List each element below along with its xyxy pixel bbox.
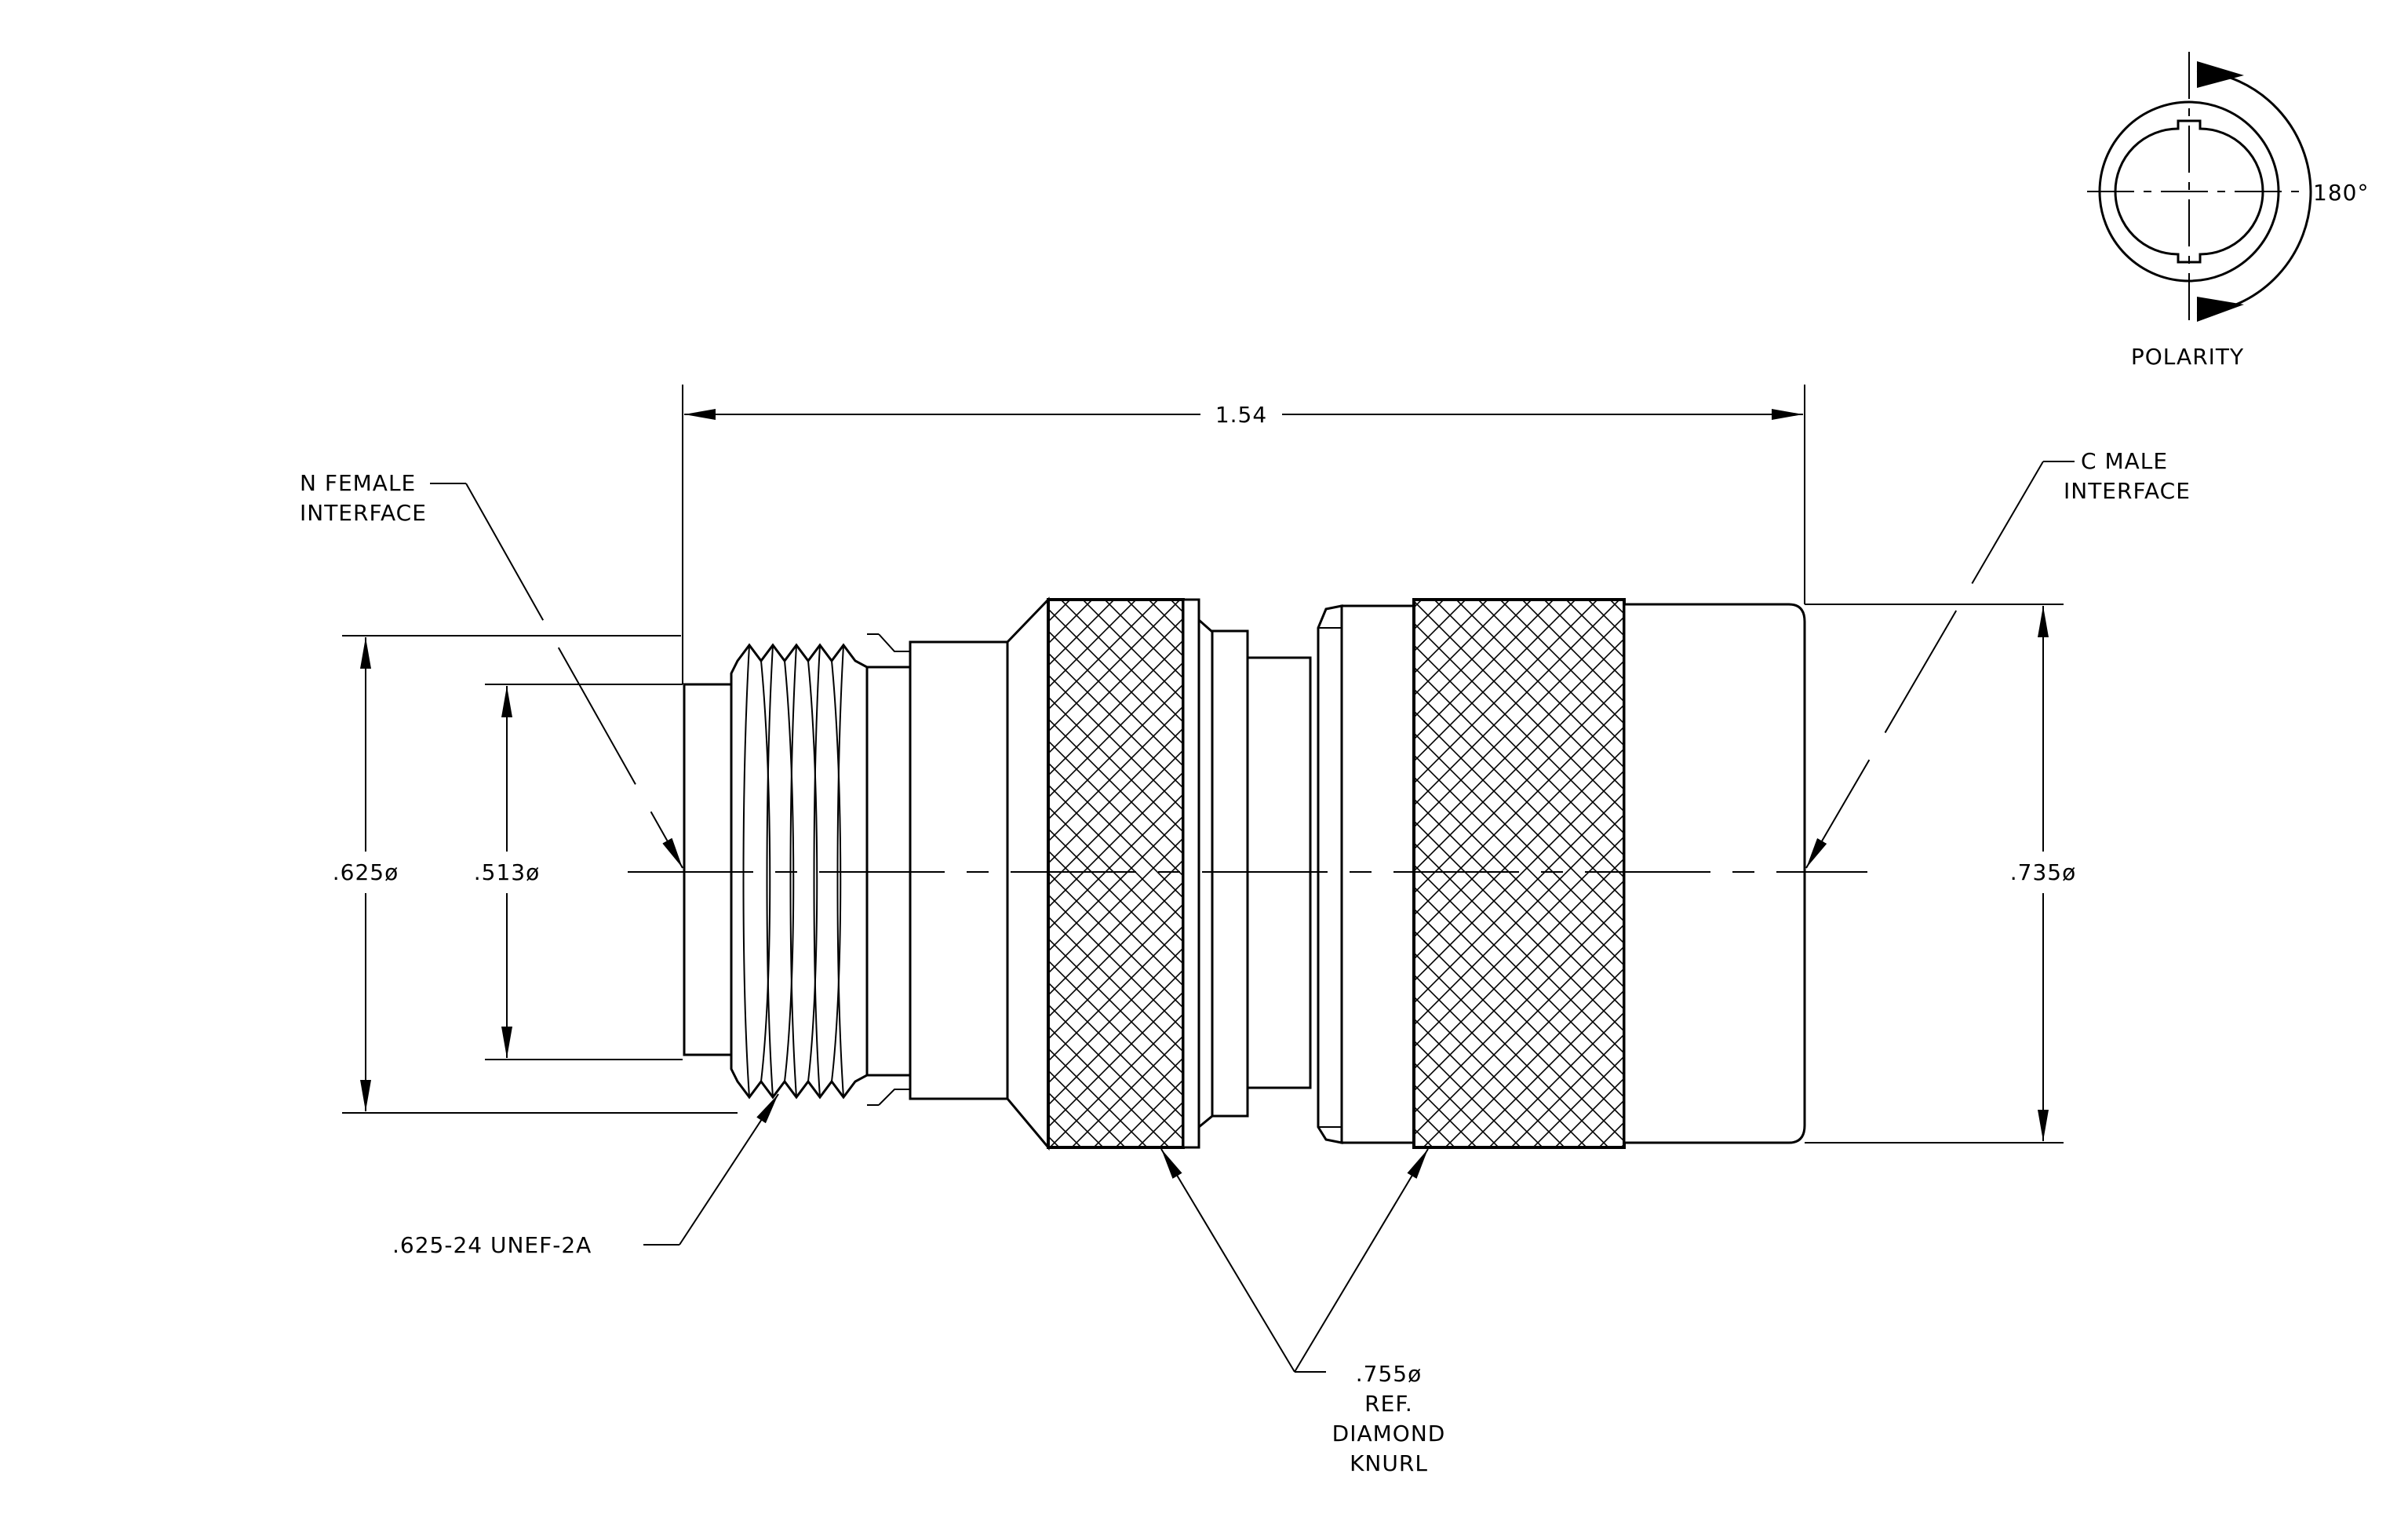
polarity-arrow-top: [2197, 61, 2244, 88]
n-female-leader: [465, 483, 683, 869]
knurl-label-line2: REF.: [1364, 1391, 1413, 1417]
polarity-keyed-bore: [2114, 119, 2264, 264]
knurl-band-2: [1412, 598, 1626, 1149]
knurl-label-line3: DIAMOND: [1332, 1421, 1446, 1446]
knurl-leader-1: [1160, 1148, 1295, 1373]
c-male-callout: C MALE INTERFACE: [1805, 448, 2191, 869]
coupling-nut-lip: [1340, 604, 1415, 1144]
thread-helix-lines: [742, 644, 844, 1098]
knurl-leader-2: [1294, 1148, 1429, 1373]
coupling-nut-rear: [1623, 603, 1806, 1144]
c-male-leader: [1805, 461, 2044, 869]
polarity-label: POLARITY: [2131, 344, 2244, 370]
dia-513-label: .513ø: [474, 859, 540, 885]
n-female-label-line1: N FEMALE: [300, 470, 416, 496]
knurl-band-1: [1047, 598, 1185, 1149]
thread-callout: .625-24 UNEF-2A: [392, 1093, 779, 1258]
n-female-label-line2: INTERFACE: [300, 500, 427, 526]
coupling-nut-front: [1317, 604, 1343, 1144]
dia-513-dimension: .513ø: [474, 684, 683, 1060]
polarity-view: 180° POLARITY: [2087, 52, 2369, 370]
neck-section: [1211, 629, 1249, 1118]
knurl-label-line4: KNURL: [1350, 1450, 1428, 1476]
polarity-arrow-bottom: [2197, 297, 2244, 322]
knurl-label-line1: .755ø: [1356, 1361, 1422, 1387]
knurl-1-ring: [1182, 598, 1200, 1149]
polarity-rotation-arc: [2196, 69, 2312, 316]
connector-body: [683, 596, 1806, 1151]
dia-735-label: .735ø: [2010, 859, 2076, 885]
thread-label: .625-24 UNEF-2A: [392, 1232, 592, 1258]
dia-625-label: .625ø: [333, 859, 399, 885]
polarity-angle-label: 180°: [2313, 180, 2369, 206]
knurl-callout: .755ø REF. DIAMOND KNURL: [1160, 1148, 1446, 1476]
dia-625-dimension: .625ø: [333, 635, 738, 1114]
dia-735-dimension: .735ø: [1805, 604, 2076, 1143]
n-female-front-face: [683, 683, 733, 1056]
c-male-label-line1: C MALE: [2081, 448, 2168, 474]
overall-length-label: 1.54: [1215, 402, 1267, 428]
polarity-outer-circle: [2098, 100, 2280, 283]
knurl-1-chamfer: [1006, 596, 1050, 1151]
n-female-callout: N FEMALE INTERFACE: [300, 470, 683, 869]
knurl-1-back-chamfer: [1197, 617, 1214, 1130]
body-cylinder: [909, 640, 1009, 1100]
thread-leader: [679, 1093, 779, 1246]
overall-length-dimension: 1.54: [682, 385, 1805, 684]
c-male-label-line2: INTERFACE: [2064, 478, 2191, 504]
